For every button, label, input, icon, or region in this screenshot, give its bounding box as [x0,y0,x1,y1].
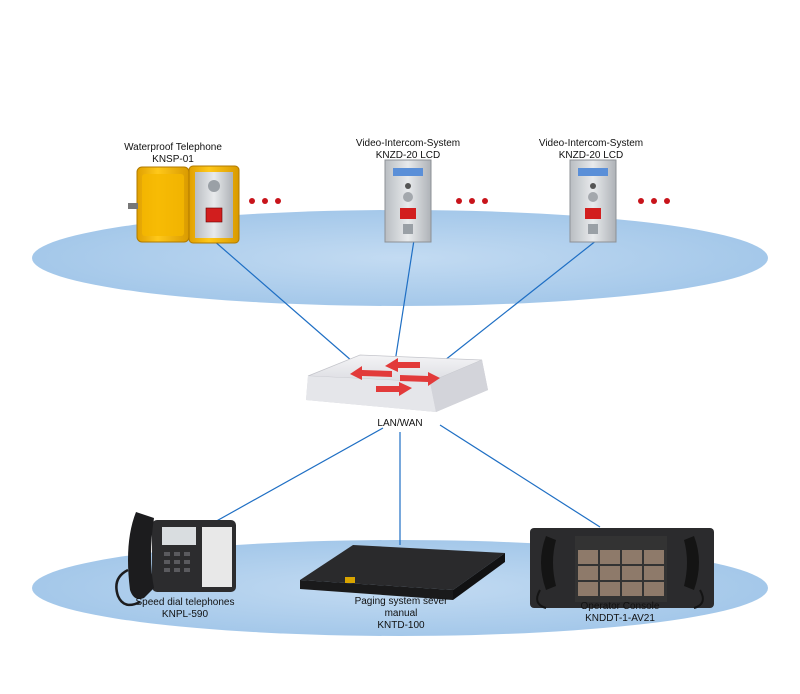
paging-server-icon [300,545,505,600]
speed-dial-name: Speed dial telephones [135,597,235,608]
intercom-2-model: KNZD-20 LCD [558,150,624,161]
intercom-2-label: Video-Intercom-System KNZD-20 LCD [531,138,651,162]
link-speed-dial [194,427,384,534]
connection-lines [194,239,601,545]
operator-console-label: Operator Console KNDDT-1-AV21 [560,601,680,625]
waterproof-telephone-label: Waterproof Telephone KNSP-01 [118,142,228,166]
paging-server-name-2: manual [384,608,418,619]
intercom-1-model: KNZD-20 LCD [375,150,441,161]
speed-dial-label: Speed dial telephones KNPL-590 [125,597,245,621]
switch-label: LAN/WAN [370,418,430,430]
paging-server-name: Paging system sever [354,596,448,607]
link-operator-console [439,424,601,528]
link-intercom-2 [434,239,598,369]
waterproof-telephone-icon [128,165,240,244]
red-dots-icon [249,198,670,204]
video-intercom-icon-1 [384,159,432,243]
network-switch-icon [306,354,488,412]
link-waterproof-phone [212,239,361,369]
speed-dial-model: KNPL-590 [161,609,209,620]
intercom-2-name: Video-Intercom-System [538,138,644,149]
intercom-1-name: Video-Intercom-System [355,138,461,149]
video-intercom-icon-2 [569,159,617,243]
waterproof-telephone-name: Waterproof Telephone [124,142,222,153]
speed-dial-telephone-icon [115,512,236,607]
intercom-1-label: Video-Intercom-System KNZD-20 LCD [348,138,468,162]
lan-wan-text: LAN/WAN [377,418,423,429]
waterproof-telephone-model: KNSP-01 [152,154,194,165]
operator-console-icon [530,528,714,609]
link-intercom-1 [394,239,415,363]
paging-server-label: Paging system sever manual KNTD-100 [341,596,461,632]
operator-console-name: Operator Console [580,601,660,612]
operator-console-model: KNDDT-1-AV21 [585,613,655,624]
paging-server-model: KNTD-100 [377,620,425,631]
